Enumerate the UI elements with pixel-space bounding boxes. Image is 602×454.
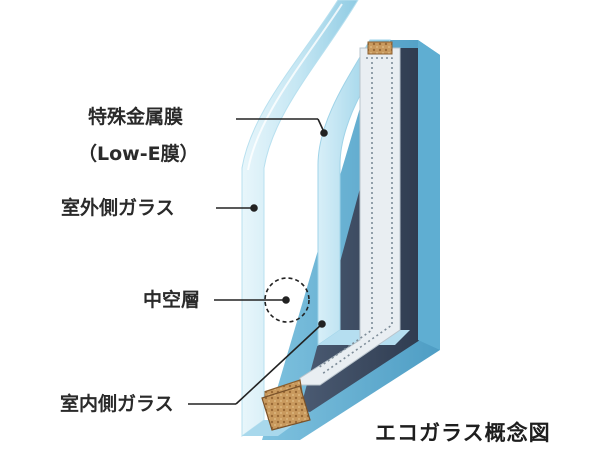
air-layer-marker	[264, 277, 310, 323]
leader-lines	[188, 118, 328, 405]
bottom-spacer-cap	[261, 385, 311, 431]
low-e-film-sublabel: （Low-E膜）	[78, 143, 199, 165]
low-e-film-label: 特殊金属膜	[88, 106, 184, 128]
outdoor-glass-label: 室外側ガラス	[61, 197, 175, 219]
indoor-glass-label: 室内側ガラス	[60, 393, 174, 415]
diagram-caption: エコガラス概念図	[375, 420, 551, 445]
air-layer-label: 中空層	[143, 289, 201, 311]
